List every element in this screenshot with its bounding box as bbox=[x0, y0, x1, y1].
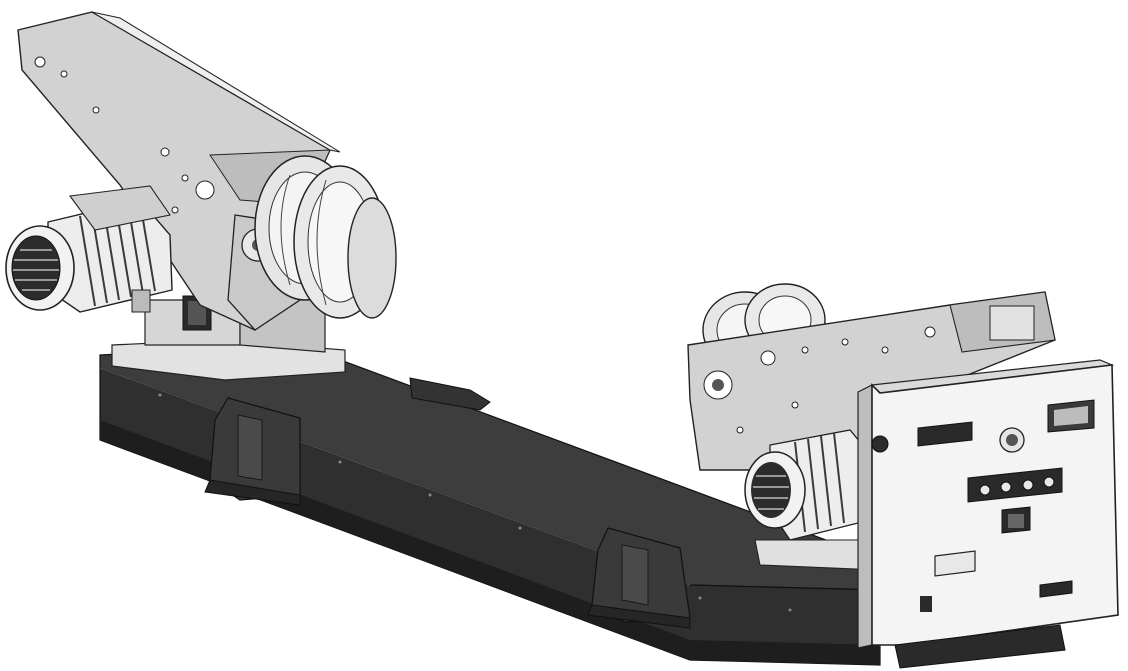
button-panel bbox=[967, 467, 1063, 503]
left-motor bbox=[5, 185, 173, 313]
right-roller-unit bbox=[687, 283, 1056, 571]
right-motor bbox=[744, 429, 876, 541]
support-foot-back bbox=[409, 377, 491, 411]
control-cabinet bbox=[857, 359, 1119, 669]
support-foot-right bbox=[587, 527, 691, 629]
left-roller-wheels bbox=[254, 155, 397, 319]
support-foot-left bbox=[204, 397, 301, 506]
left-roller-unit bbox=[5, 11, 397, 381]
